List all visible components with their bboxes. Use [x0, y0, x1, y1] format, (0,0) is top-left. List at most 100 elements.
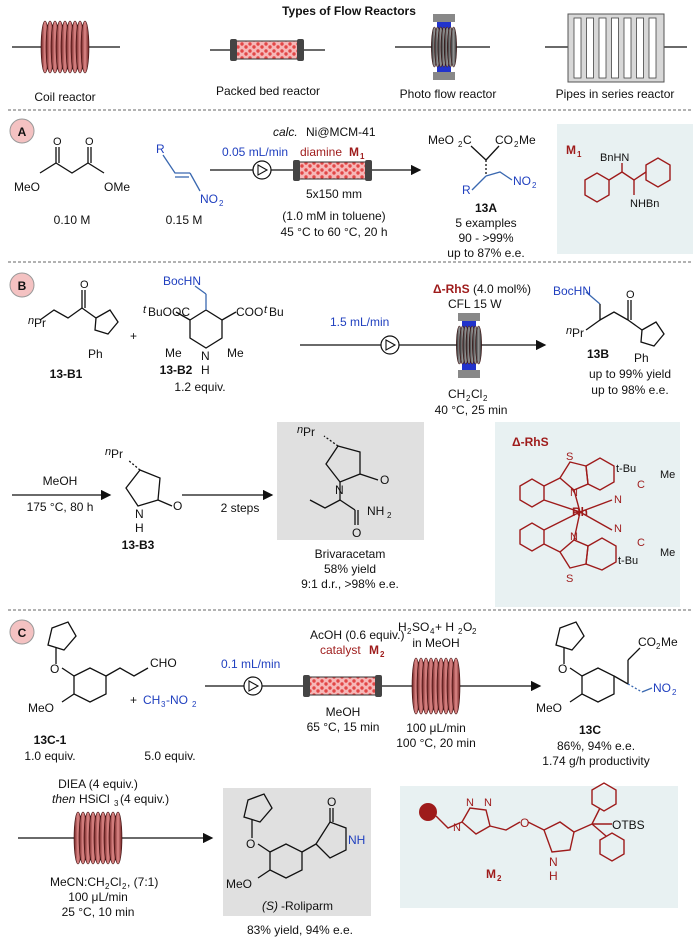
m1-catalyst-panel — [557, 124, 693, 254]
svg-text:C: C — [463, 133, 472, 147]
svg-text:13-B1: 13-B1 — [50, 367, 83, 381]
svg-text:t-Bu: t-Bu — [618, 555, 638, 567]
svg-text:CH: CH — [448, 387, 465, 401]
svg-text:CHO: CHO — [150, 656, 177, 670]
svg-text:13C: 13C — [579, 723, 601, 737]
svg-text:MeO: MeO — [14, 180, 40, 194]
svg-text:Bu: Bu — [269, 305, 284, 319]
packed-bed-column-c — [303, 675, 382, 697]
svg-text:R: R — [462, 183, 471, 197]
svg-text:2: 2 — [458, 627, 463, 636]
svg-text:4: 4 — [430, 627, 435, 636]
packed-bed-reactor-icon — [210, 39, 325, 61]
svg-text:n: n — [297, 424, 303, 436]
coil-ring — [475, 325, 482, 365]
svg-text:0.05 mL/min: 0.05 mL/min — [222, 145, 288, 159]
svg-text:58% yield: 58% yield — [324, 562, 376, 576]
section-b-badge — [9, 272, 35, 298]
product-13c-structure — [555, 621, 653, 703]
packed-bed-column-a — [293, 160, 372, 181]
svg-text:1.74 g/h productivity: 1.74 g/h productivity — [542, 754, 649, 768]
svg-text:Brivaracetam: Brivaracetam — [315, 547, 386, 561]
svg-text:R: R — [156, 142, 165, 156]
svg-text:O: O — [327, 795, 336, 809]
svg-text:O: O — [53, 136, 62, 148]
svg-text:C: C — [637, 479, 645, 491]
svg-text:t: t — [264, 304, 268, 316]
svg-text:13-B2: 13-B2 — [160, 363, 193, 377]
svg-text:+: + — [130, 693, 137, 707]
svg-text:BocHN: BocHN — [163, 274, 201, 288]
section-a-badge — [9, 118, 35, 144]
svg-text:3: 3 — [161, 700, 166, 709]
svg-text:Me: Me — [519, 133, 536, 147]
svg-text:2: 2 — [532, 181, 537, 190]
svg-text:1.2 equiv.: 1.2 equiv. — [174, 380, 225, 394]
svg-text:N: N — [549, 855, 558, 869]
svg-text:0.10 M: 0.10 M — [54, 213, 91, 227]
svg-text:BuOOC: BuOOC — [148, 305, 190, 319]
enone-13b1-structure — [39, 290, 119, 335]
svg-text:Rh: Rh — [572, 505, 588, 519]
coil-reactor-c — [411, 657, 461, 715]
svg-text:BnHN: BnHN — [600, 152, 629, 164]
svg-text:2: 2 — [407, 627, 412, 636]
svg-text:M: M — [486, 867, 496, 881]
coil-ring — [80, 20, 90, 74]
svg-text:up to 99% yield: up to 99% yield — [589, 367, 671, 381]
svg-text:NO: NO — [513, 174, 531, 188]
reactor-label-coil: Coil reactor — [34, 90, 95, 104]
svg-text:Me: Me — [661, 635, 678, 649]
svg-text:N: N — [453, 822, 461, 834]
svg-text:1.5 mL/min: 1.5 mL/min — [330, 315, 389, 329]
svg-text:(S): (S) — [262, 899, 278, 913]
svg-text:OTBS: OTBS — [612, 818, 645, 832]
svg-text:5x150 mm: 5x150 mm — [306, 187, 362, 201]
m2-catalyst-panel — [400, 786, 678, 908]
pipe-segment — [586, 17, 594, 79]
rhs-catalyst-panel — [495, 422, 680, 607]
svg-text:O: O — [352, 526, 361, 540]
svg-text:13A: 13A — [475, 201, 497, 215]
svg-text:2: 2 — [380, 650, 385, 659]
svg-text:+ H: + H — [435, 620, 454, 634]
svg-text:(4 equiv.): (4 equiv.) — [120, 792, 169, 806]
pipe-segment — [623, 17, 632, 79]
svg-text:3: 3 — [114, 799, 119, 808]
coil-ring — [450, 26, 457, 68]
svg-text:13C-1: 13C-1 — [34, 733, 67, 747]
svg-text:OMe: OMe — [104, 180, 130, 194]
svg-text:Pr: Pr — [572, 326, 584, 340]
svg-text:up to 87% e.e.: up to 87% e.e. — [447, 246, 524, 260]
svg-text:MeOH: MeOH — [326, 705, 361, 719]
coil-reactor-icon — [12, 20, 120, 74]
svg-text:(4.0 mol%): (4.0 mol%) — [473, 282, 531, 296]
svg-text:Pr: Pr — [303, 425, 315, 439]
roliparm-box — [223, 788, 371, 916]
brivaracetam-box — [277, 422, 424, 540]
svg-text:O: O — [380, 473, 389, 487]
svg-text:B: B — [18, 279, 27, 293]
svg-text:M: M — [349, 145, 359, 159]
svg-text:45 °C to 60 °C, 20 h: 45 °C to 60 °C, 20 h — [281, 225, 388, 239]
reactor-label-packed: Packed bed reactor — [216, 84, 320, 98]
svg-text:Δ-RhS: Δ-RhS — [512, 435, 549, 449]
svg-text:2: 2 — [514, 140, 519, 149]
svg-text:O: O — [520, 816, 529, 830]
svg-text:N: N — [570, 487, 578, 499]
svg-text:A: A — [18, 125, 27, 139]
svg-text:NH: NH — [367, 504, 384, 518]
svg-text:DIEA (4 equiv.): DIEA (4 equiv.) — [58, 777, 138, 791]
svg-text:H: H — [135, 521, 144, 535]
svg-text:5.0 equiv.: 5.0 equiv. — [144, 749, 195, 763]
rhs-complex-structure — [519, 457, 617, 571]
svg-text:CH: CH — [143, 693, 160, 707]
svg-text:2: 2 — [672, 688, 677, 697]
svg-text:t: t — [143, 304, 147, 316]
coil-reactor-c2 — [73, 811, 123, 865]
svg-text:Me: Me — [227, 346, 244, 360]
svg-text:Me: Me — [165, 346, 182, 360]
svg-text:40 °C, 25 min: 40 °C, 25 min — [435, 403, 508, 417]
svg-text:n: n — [566, 325, 572, 337]
